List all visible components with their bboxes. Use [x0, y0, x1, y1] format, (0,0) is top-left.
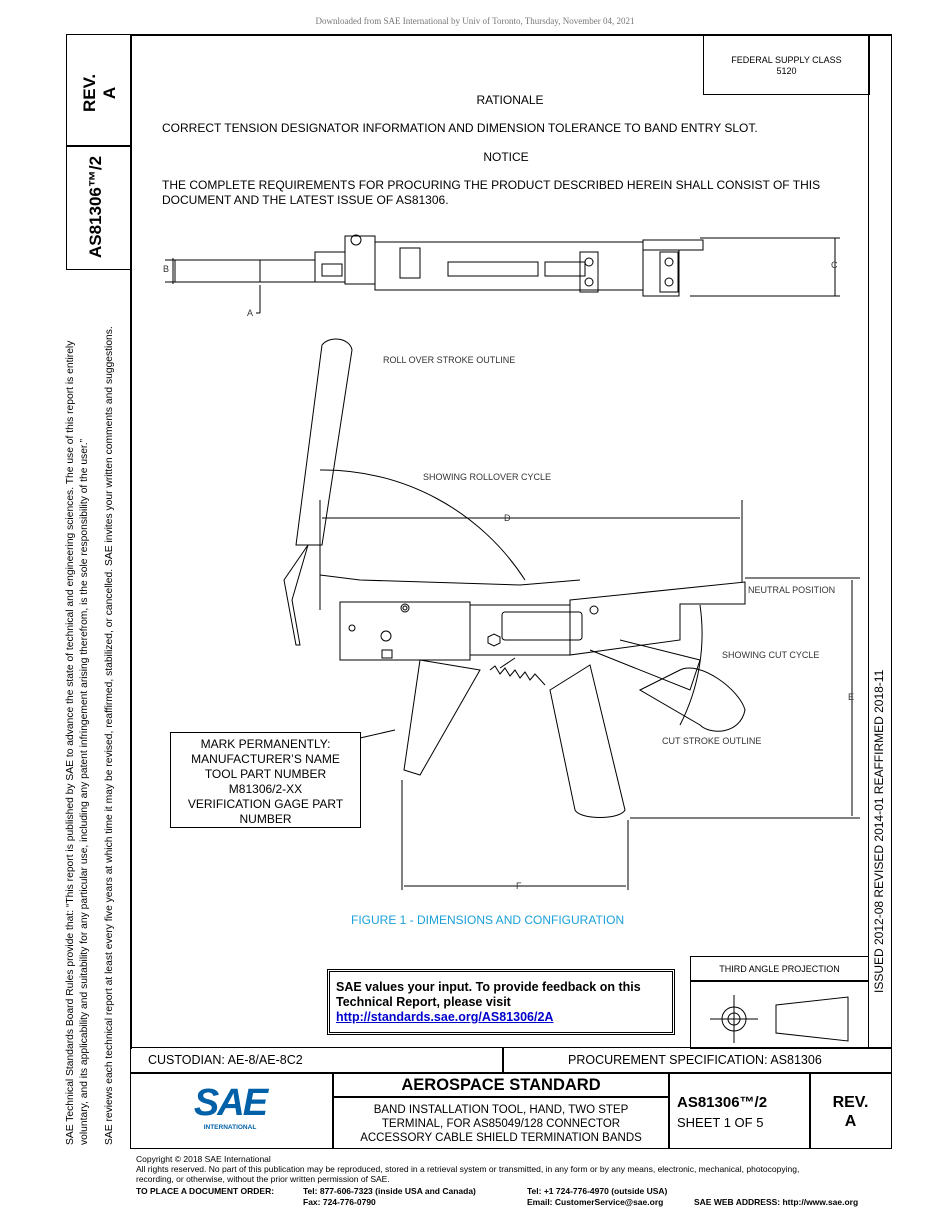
rationale-heading: RATIONALE — [476, 93, 544, 107]
title-cell — [332, 1072, 670, 1149]
rev-block-value: A — [844, 1113, 857, 1130]
procurement: PROCUREMENT SPECIFICATION: AS81306 — [568, 1053, 822, 1067]
third-angle-label: THIRD ANGLE PROJECTION — [719, 964, 840, 974]
third-angle-box — [690, 956, 869, 1049]
label-showing-rollover: SHOWING ROLLOVER CYCLE — [423, 472, 551, 482]
label-dim-d: D — [504, 513, 511, 523]
mark-line6: NUMBER — [239, 812, 292, 826]
tool-desc-line1: BAND INSTALLATION TOOL, HAND, TWO STEP — [373, 1104, 629, 1116]
feedback-box: SAE values your input. To provide feedba… — [327, 969, 675, 1035]
rights-line2: recording, or otherwise, without the pri… — [136, 1174, 390, 1184]
custodian-cell — [130, 1047, 504, 1074]
top-view — [165, 234, 840, 314]
label-cut-stroke: CUT STROKE OUTLINE — [662, 736, 761, 746]
frame-left-line — [130, 34, 132, 1049]
sheet-number: SHEET 1 OF 5 — [677, 1115, 764, 1130]
side-view — [283, 338, 860, 890]
tool-description: BAND INSTALLATION TOOL, HAND, TWO STEP T… — [332, 1103, 670, 1145]
tool-desc-line3: ACCESSORY CABLE SHIELD TERMINATION BANDS — [360, 1132, 642, 1144]
federal-supply-line1: FEDERAL SUPPLY CLASS — [731, 55, 842, 65]
frame-top-line — [130, 34, 892, 36]
feedback-line2: Technical Report, please visit — [336, 995, 511, 1009]
label-dim-e: E — [848, 692, 854, 702]
feedback-link[interactable]: http://standards.sae.org/AS81306/2A — [336, 1010, 554, 1024]
footer-copyright: Copyright © 2018 SAE International All r… — [136, 1154, 799, 1184]
federal-supply-box: FEDERAL SUPPLY CLASS 5120 — [703, 34, 870, 95]
notice-line2: DOCUMENT AND THE LATEST ISSUE OF AS81306… — [162, 193, 449, 207]
mark-line3: TOOL PART NUMBER — [204, 767, 327, 781]
label-showing-cut: SHOWING CUT CYCLE — [722, 650, 819, 660]
notice-line1: THE COMPLETE REQUIREMENTS FOR PROCURING … — [162, 178, 821, 192]
notice-heading: NOTICE — [483, 150, 529, 164]
download-banner: Downloaded from SAE International by Uni… — [315, 16, 635, 26]
tel-intl: Tel: +1 724-776-4970 (outside USA) — [527, 1186, 668, 1196]
label-dim-a: A — [247, 308, 253, 318]
tel-us: Tel: 877-606-7323 (inside USA and Canada… — [303, 1186, 476, 1196]
label-dim-f: F — [516, 881, 522, 891]
sheet-cell — [668, 1072, 811, 1149]
label-dim-b: B — [163, 264, 169, 274]
custodian: CUSTODIAN: AE-8/AE-8C2 — [148, 1053, 303, 1067]
rights-line1: All rights reserved. No part of this pub… — [136, 1164, 800, 1174]
copyright: Copyright © 2018 SAE International — [136, 1154, 271, 1164]
web-address[interactable]: SAE WEB ADDRESS: http://www.sae.org — [694, 1197, 859, 1207]
notice-text: THE COMPLETE REQUIREMENTS FOR PROCURING … — [162, 178, 820, 208]
rev-block-label: REV. — [832, 1094, 869, 1111]
mark-line4: M81306/2-XX — [228, 782, 303, 796]
figure-caption: FIGURE 1 - DIMENSIONS AND CONFIGURATION — [351, 913, 625, 927]
procurement-cell — [502, 1047, 892, 1074]
label-dim-c: C — [831, 260, 838, 270]
fax: Fax: 724-776-0790 — [303, 1197, 376, 1207]
order-label: TO PLACE A DOCUMENT ORDER: — [136, 1186, 275, 1196]
mark-line5: VERIFICATION GAGE PART — [187, 797, 344, 811]
order-intl: Tel: +1 724-776-4970 (outside USA) Email… — [527, 1186, 667, 1208]
sheet-doc-number: AS81306™/2 — [677, 1094, 768, 1111]
email[interactable]: Email: CustomerService@sae.org — [527, 1197, 664, 1207]
sae-logo: SAE — [193, 1082, 268, 1124]
mark-box: MARK PERMANENTLY: MANUFACTURER’S NAME TO… — [170, 732, 361, 828]
logo-cell — [130, 1072, 334, 1149]
tool-desc-line2: TERMINAL, FOR AS85049/128 CONNECTOR — [381, 1118, 621, 1130]
mark-line1: MARK PERMANENTLY: — [200, 737, 331, 751]
label-roll-over: ROLL OVER STROKE OUTLINE — [383, 355, 515, 365]
rationale-text: CORRECT TENSION DESIGNATOR INFORMATION A… — [162, 121, 758, 135]
mark-line2: MANUFACTURER’S NAME — [191, 752, 340, 766]
title-divider — [332, 1096, 670, 1098]
federal-supply-line2: 5120 — [776, 66, 797, 76]
standard-title: AEROSPACE STANDARD — [401, 1076, 601, 1094]
sae-logo-sub: INTERNATIONAL — [203, 1124, 257, 1131]
right-strip — [868, 34, 892, 1049]
order-phone: Tel: 877-606-7323 (inside USA and Canada… — [303, 1186, 476, 1208]
rev-block: REV. A — [809, 1093, 892, 1131]
feedback-line1: SAE values your input. To provide feedba… — [336, 980, 641, 994]
label-neutral: NEUTRAL POSITION — [748, 585, 835, 595]
rev-cell — [809, 1072, 892, 1149]
third-angle-symbol — [710, 995, 849, 1043]
third-angle-divider — [690, 980, 869, 982]
